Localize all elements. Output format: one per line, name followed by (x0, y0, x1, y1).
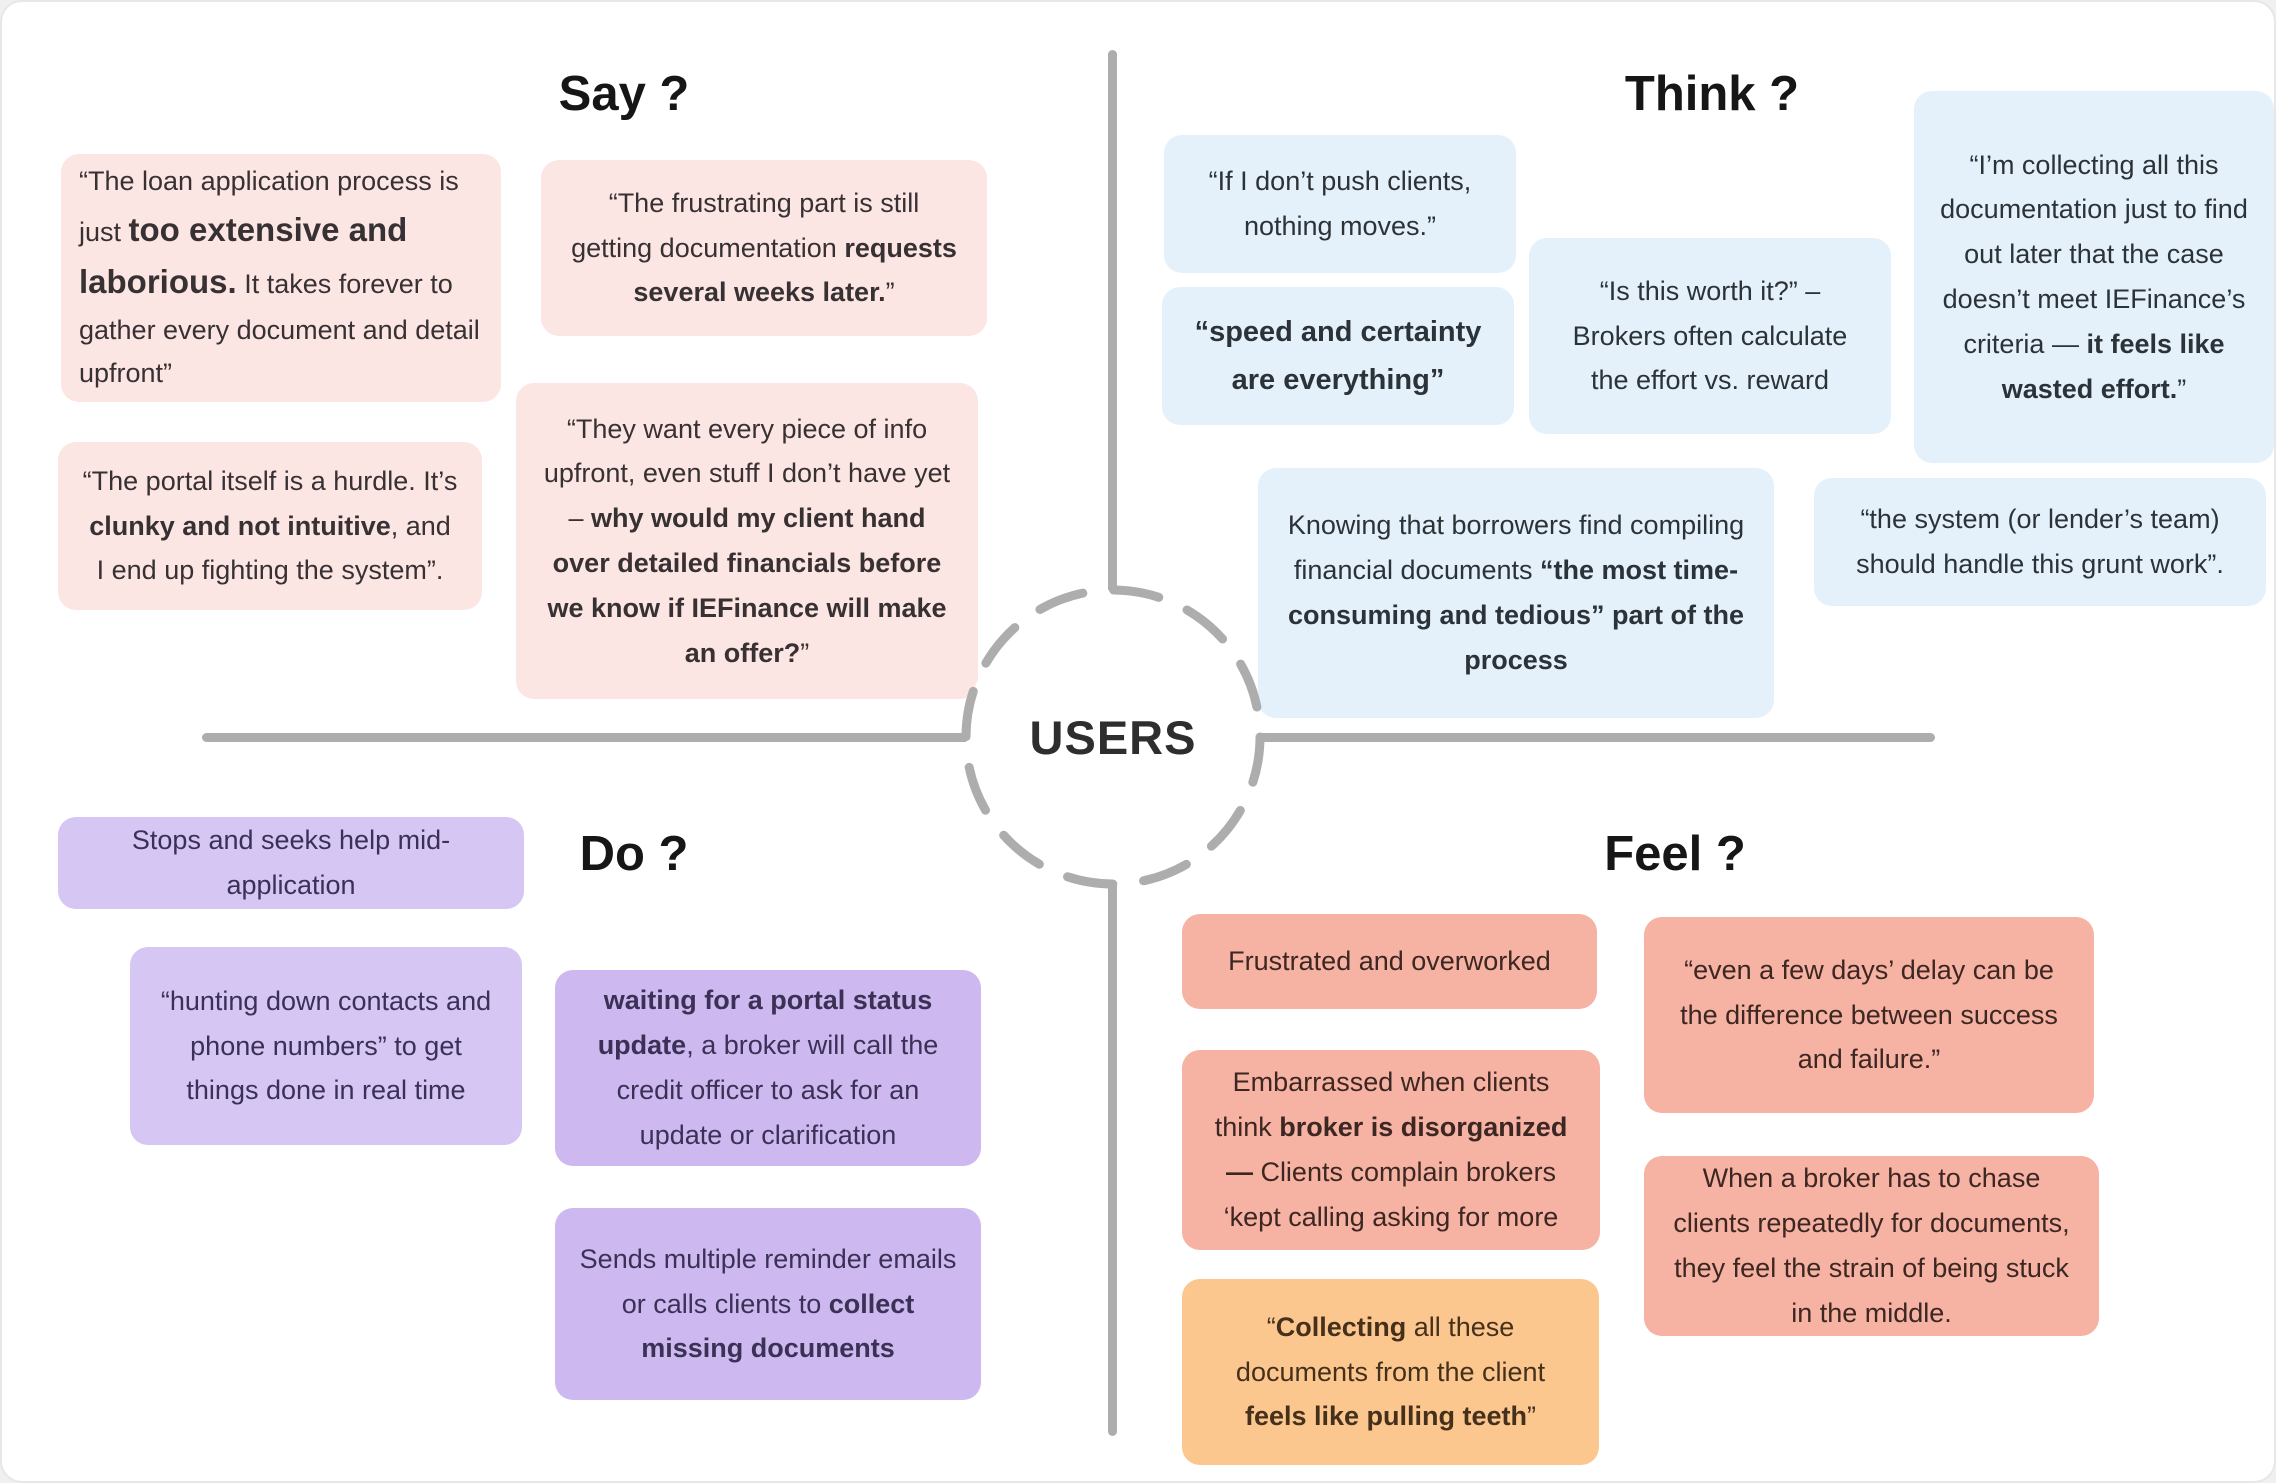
think-note-2: “speed and certainty are everything” (1162, 287, 1514, 425)
do-note-3: waiting for a portal status update, a br… (555, 970, 981, 1166)
feel-quadrant-title: Feel ? (1604, 827, 1746, 881)
do-note-2: “hunting down contacts and phone numbers… (130, 947, 522, 1145)
do-note-1: Stops and seeks help mid-application (58, 817, 524, 909)
say-quadrant-title: Say ? (558, 67, 690, 121)
do-note-4: Sends multiple reminder emails or calls … (555, 1208, 981, 1400)
think-quadrant-title: Think ? (1624, 67, 1800, 121)
say-note-2: “The frustrating part is still getting d… (541, 160, 987, 336)
think-note-4: “I’m collecting all this documentation j… (1914, 91, 2274, 463)
say-note-3: “The portal itself is a hurdle. It’s clu… (58, 442, 482, 610)
users-circle: USERS (953, 577, 1273, 897)
feel-note-1: Frustrated and overworked (1182, 914, 1597, 1009)
feel-note-4: When a broker has to chase clients repea… (1644, 1156, 2099, 1336)
think-note-3: “Is this worth it?” – Brokers often calc… (1529, 238, 1891, 434)
think-note-6: “the system (or lender’s team) should ha… (1814, 478, 2266, 606)
say-note-1: “The loan application process is just to… (61, 154, 501, 402)
feel-note-5: “Collecting all these documents from the… (1182, 1279, 1599, 1465)
feel-note-3: Embarrassed when clients think broker is… (1182, 1050, 1600, 1250)
users-label: USERS (1029, 710, 1197, 764)
feel-note-2: “even a few days’ delay can be the diffe… (1644, 917, 2094, 1113)
dashed-circle (961, 585, 1265, 889)
do-quadrant-title: Do ? (579, 827, 689, 881)
think-note-1: “If I don’t push clients, nothing moves.… (1164, 135, 1516, 273)
say-note-4: “They want every piece of info upfront, … (516, 383, 978, 699)
think-note-5: Knowing that borrowers find compiling fi… (1258, 468, 1774, 718)
